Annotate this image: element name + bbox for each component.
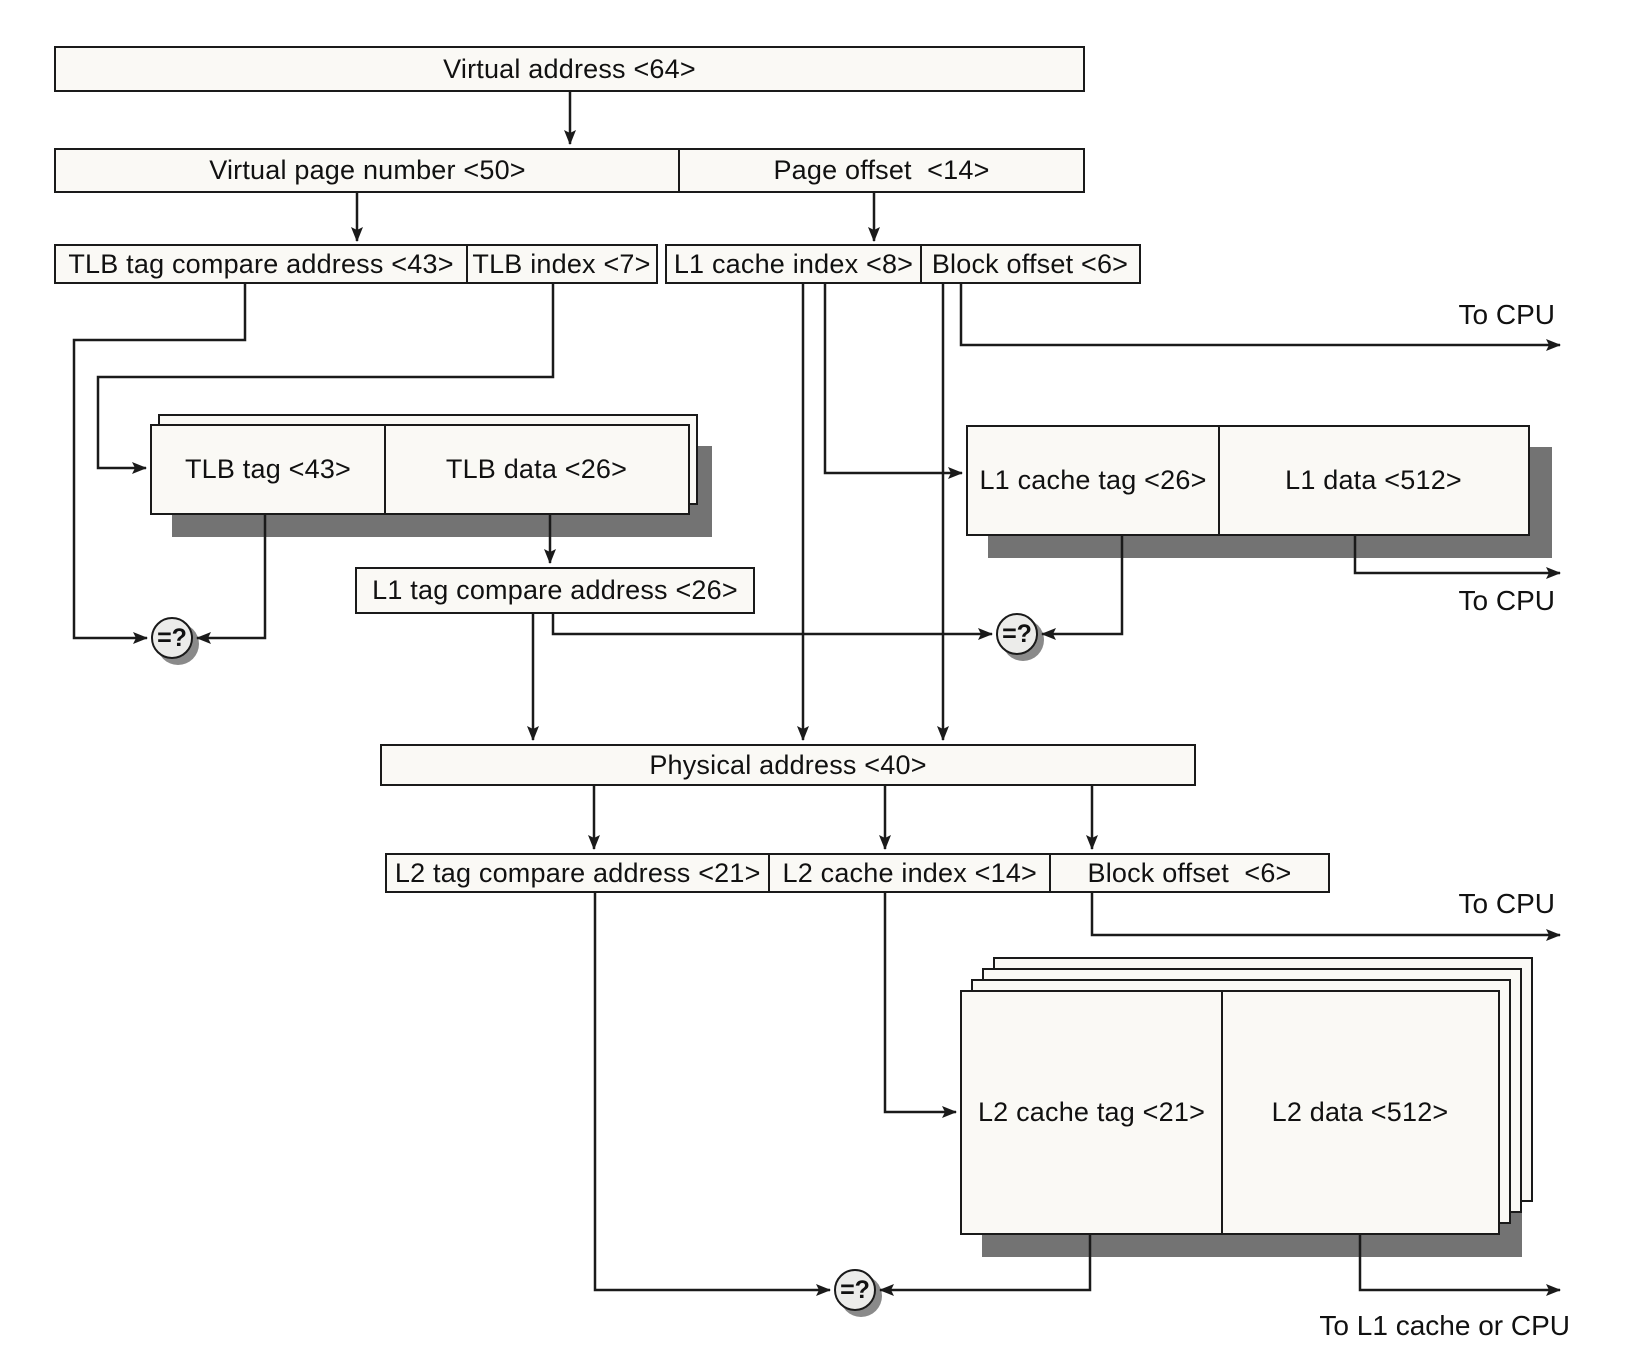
virtual-page-number-label: Virtual page number <50> bbox=[209, 155, 526, 185]
wire-blockoffset-to-cpu bbox=[959, 284, 1561, 351]
wire-tlbindex-to-tlb bbox=[96, 284, 555, 474]
to-cpu-label-top: To CPU bbox=[1458, 299, 1555, 330]
wire-l1index-to-l1cache bbox=[823, 284, 963, 479]
tlb-tag-compare-address-box: TLB tag compare address <43> bbox=[54, 244, 468, 284]
l1-data-label: L1 data <512> bbox=[1285, 465, 1462, 495]
l2-cache-index-box: L2 cache index <14> bbox=[768, 853, 1052, 893]
tlb-data-label: TLB data <26> bbox=[445, 454, 628, 484]
l1-cache-index-label: L1 cache index <8> bbox=[673, 248, 914, 279]
l2-block-offset-label: Block offset <6> bbox=[1087, 857, 1292, 888]
l2-cache-array: L2 cache tag <21> L2 data <512> bbox=[960, 990, 1500, 1235]
l1-cache-array: L1 cache tag <26> L1 data <512> bbox=[966, 425, 1530, 536]
physical-address-label: Physical address <40> bbox=[649, 749, 927, 780]
wire-l2cachetag-to-l2comparator bbox=[879, 1235, 1092, 1296]
tlb-tag-cell: TLB tag <43> bbox=[153, 426, 386, 513]
to-l1-cache-or-cpu-label: To L1 cache or CPU bbox=[1319, 1310, 1570, 1341]
l1-block-offset-box: Block offset <6> bbox=[919, 244, 1141, 284]
physical-address-box: Physical address <40> bbox=[380, 744, 1196, 786]
page-offset-label: Page offset <14> bbox=[773, 155, 990, 185]
wire-tlbtag-to-comparator bbox=[196, 515, 267, 644]
l1-comparator-label: =? bbox=[1002, 619, 1032, 648]
l2-block-offset-box: Block offset <6> bbox=[1049, 853, 1330, 893]
tlb-tag-compare-address-label: TLB tag compare address <43> bbox=[68, 248, 454, 279]
virtual-page-number-box: Virtual page number <50> bbox=[54, 148, 681, 193]
l2-cache-index-label: L2 cache index <14> bbox=[782, 857, 1037, 888]
l1-cache-tag-label: L1 cache tag <26> bbox=[979, 465, 1207, 495]
l2-data-label: L2 data <512> bbox=[1271, 1097, 1449, 1127]
wire-l1tagcmp-to-l1comparator bbox=[551, 614, 993, 640]
l1-cache-index-box: L1 cache index <8> bbox=[665, 244, 922, 284]
wire-l2data-to-l1-or-cpu bbox=[1358, 1235, 1561, 1296]
l1-comparator: =? bbox=[996, 613, 1038, 655]
tlb-tag-label: TLB tag <43> bbox=[184, 454, 352, 484]
wire-l2blockoffset-to-cpu bbox=[1090, 893, 1561, 941]
wire-l2tagcmp-to-l2comparator bbox=[593, 893, 831, 1296]
wire-l1data-to-cpu bbox=[1353, 536, 1561, 579]
tlb-index-box: TLB index <7> bbox=[465, 244, 658, 284]
l1-tag-compare-address-label: L1 tag compare address <26> bbox=[372, 575, 738, 605]
page-offset-box: Page offset <14> bbox=[678, 148, 1085, 193]
to-cpu-label-l1: To CPU bbox=[1458, 585, 1555, 616]
l1-block-offset-label: Block offset <6> bbox=[931, 248, 1129, 279]
l2-tag-compare-address-box: L2 tag compare address <21> bbox=[385, 853, 771, 893]
l2-cache-tag-label: L2 cache tag <21> bbox=[977, 1097, 1206, 1127]
wire-tlbcmp-to-comparator bbox=[72, 284, 247, 644]
tlb-comparator: =? bbox=[151, 617, 193, 659]
l2-data-cell: L2 data <512> bbox=[1223, 992, 1498, 1233]
to-cpu-label-l2: To CPU bbox=[1458, 888, 1555, 919]
l2-comparator: =? bbox=[834, 1269, 876, 1311]
wire-l2index-to-l2cache bbox=[883, 893, 957, 1118]
virtual-address-label: Virtual address <64> bbox=[443, 53, 696, 84]
tlb-comparator-label: =? bbox=[157, 623, 187, 652]
tlb-index-label: TLB index <7> bbox=[472, 248, 651, 279]
l2-tag-compare-address-label: L2 tag compare address <21> bbox=[394, 857, 761, 888]
l2-comparator-label: =? bbox=[840, 1275, 870, 1304]
l2-cache-tag-cell: L2 cache tag <21> bbox=[963, 992, 1223, 1233]
l1-data-cell: L1 data <512> bbox=[1220, 427, 1528, 534]
wire-l1cachetag-to-l1comparator bbox=[1041, 536, 1124, 640]
l1-tag-compare-address-box: L1 tag compare address <26> bbox=[355, 567, 755, 614]
l1-cache-tag-cell: L1 cache tag <26> bbox=[969, 427, 1220, 534]
tlb-data-cell: TLB data <26> bbox=[386, 426, 688, 513]
tlb-array: TLB tag <43> TLB data <26> bbox=[150, 424, 690, 515]
virtual-address-box: Virtual address <64> bbox=[54, 46, 1085, 92]
